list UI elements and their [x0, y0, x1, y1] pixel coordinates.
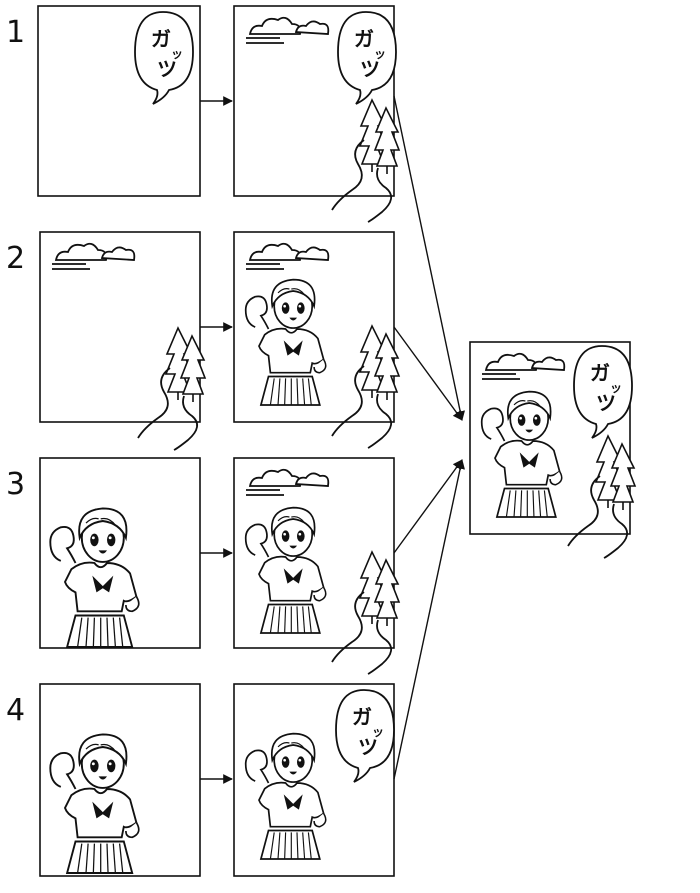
row-number-label: 4 [6, 693, 25, 728]
speech-text-tsu: ツ [360, 57, 380, 81]
speech-text-small: ッ [171, 47, 183, 61]
row-3-right-panel [233, 457, 400, 675]
row-4-left-panel [39, 683, 201, 877]
speech-balloon: ガ ッ ツ [335, 689, 395, 783]
row-number-label: 3 [6, 467, 25, 502]
row-number-label: 1 [6, 15, 25, 50]
arrow-to-final-1 [393, 95, 465, 421]
speech-text-main: ガ [151, 27, 171, 51]
arrow-to-final-2 [393, 326, 463, 421]
speech-balloon: ガ ッ ツ [337, 11, 397, 105]
row-number-2: 2 [6, 241, 25, 276]
speech-text-main: ガ [352, 705, 372, 729]
arrow-to-final-3 [393, 459, 463, 554]
speech-balloon: ガ ッ ツ [134, 11, 194, 105]
row-2-left-panel [39, 231, 206, 451]
row-3-left-panel [39, 457, 201, 649]
speech-text-small: ッ [610, 381, 622, 395]
speech-text-small: ッ [374, 47, 386, 61]
row-4-right-panel: ガ ッ ツ [233, 683, 395, 877]
speech-text-tsu: ツ [358, 735, 378, 759]
row-2-right-panel [233, 231, 400, 449]
speech-balloon: ガ ッ ツ [573, 345, 633, 439]
row-1-right-panel: ガ ッ ツ [233, 5, 400, 223]
row-number-4: 4 [6, 693, 25, 728]
row-1-left-panel: ガ ッ ツ [37, 5, 201, 197]
speech-text-main: ガ [354, 27, 374, 51]
speech-text-main: ガ [590, 361, 610, 385]
speech-text-tsu: ツ [596, 391, 616, 415]
speech-text-small: ッ [372, 725, 384, 739]
row-number-1: 1 [6, 15, 25, 50]
row-number-3: 3 [6, 467, 25, 502]
arrow-to-final-4 [393, 459, 465, 780]
final-composite-panel: ガ ッ ツ [469, 341, 636, 559]
speech-text-tsu: ツ [157, 57, 177, 81]
row-number-label: 2 [6, 241, 25, 276]
